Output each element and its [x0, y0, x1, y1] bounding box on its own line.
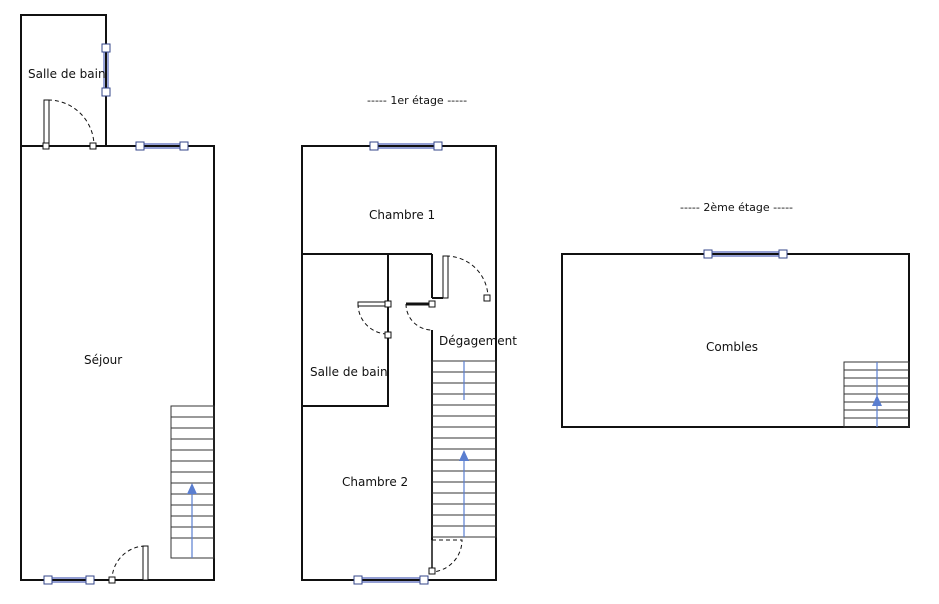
first-landing-label: Dégagement: [439, 334, 517, 348]
second-outer-walls: [561, 253, 910, 428]
first-landing-door: [405, 300, 436, 331]
second-floor: ----- 2ème étage ----- Combles: [561, 201, 910, 428]
first-staircase: [431, 360, 497, 538]
first-bedroom1-label: Chambre 1: [369, 208, 435, 222]
first-bedroom2-door: [428, 539, 463, 575]
ground-entrance-door: [108, 545, 149, 584]
second-staircase: [843, 361, 910, 428]
first-bedroom2-label: Chambre 2: [342, 475, 408, 489]
first-bath-door: [357, 300, 392, 339]
ground-top-window: [135, 141, 189, 151]
first-bottom-window: [353, 575, 429, 585]
second-attic-label: Combles: [706, 340, 758, 354]
stair-up-arrow-icon: [187, 483, 197, 494]
ground-staircase: [170, 405, 215, 559]
first-bedroom1-door: [432, 255, 491, 302]
first-bath-label: Salle de bain: [310, 365, 388, 379]
first-top-window: [369, 141, 443, 151]
ground-floor: Salle de bain Séjour: [20, 14, 215, 585]
ground-bath-window: [101, 43, 111, 97]
first-floor-title: ----- 1er étage -----: [367, 94, 467, 107]
second-floor-title: ----- 2ème étage -----: [680, 201, 793, 214]
stair-up-arrow-icon: [459, 450, 469, 461]
ground-bottom-window: [43, 575, 95, 585]
ground-bath-door: [22, 99, 97, 150]
ground-bath-label: Salle de bain: [28, 67, 106, 81]
second-top-window: [703, 249, 788, 259]
ground-living-walls: [20, 145, 215, 581]
ground-bath-walls: [20, 14, 107, 146]
first-floor: ----- 1er étage -----: [301, 94, 517, 585]
ground-living-label: Séjour: [84, 353, 122, 367]
stair-up-arrow-icon: [872, 395, 882, 406]
